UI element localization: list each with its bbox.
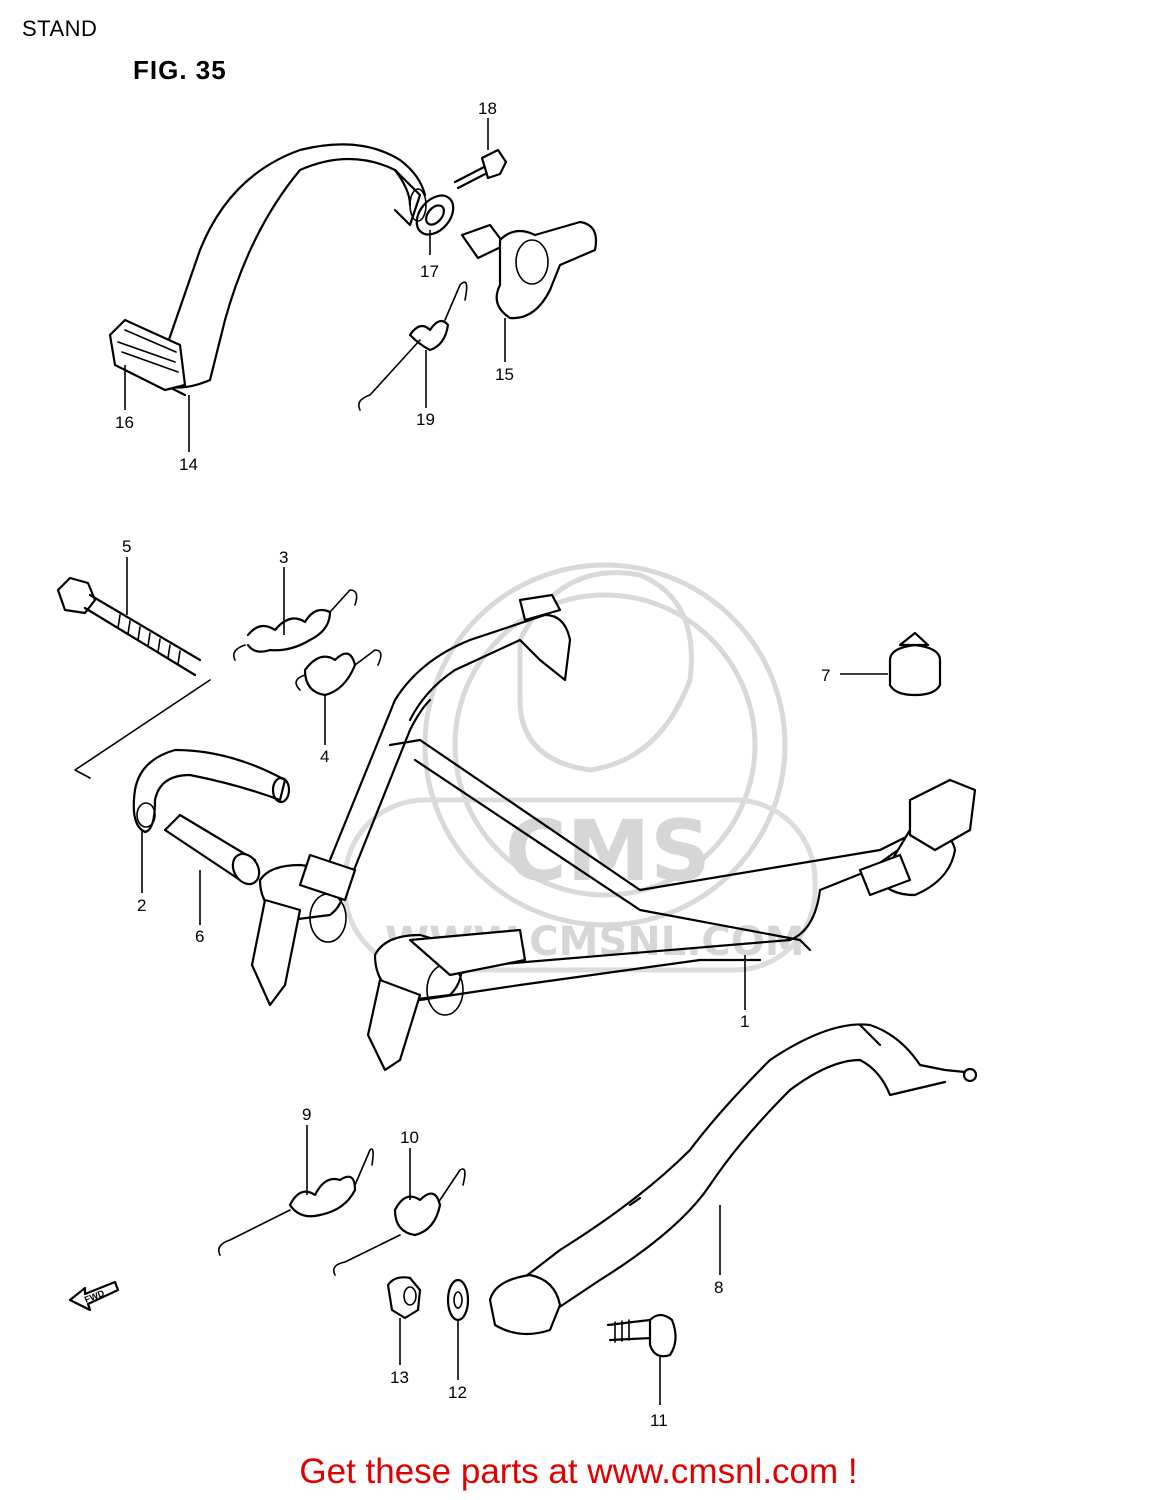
callout-4: 4 (320, 747, 329, 766)
watermark-brand: CMS (505, 802, 711, 900)
page-title: STAND (22, 16, 98, 41)
callout-10: 10 (400, 1128, 419, 1147)
callout-15: 15 (495, 365, 514, 384)
part-9-spring (217, 1148, 374, 1256)
part-3-spring (232, 589, 358, 661)
callout-8: 8 (714, 1278, 723, 1297)
callout-14: 14 (179, 455, 198, 474)
part-11-bolt (606, 1313, 677, 1358)
part-15-shaft-bracket (460, 220, 598, 320)
part-13-nut (386, 1276, 422, 1320)
figure-number: FIG. 35 (133, 55, 227, 85)
callout-11: 11 (650, 1411, 668, 1430)
part-1-main-stand (328, 593, 977, 1002)
part-10-spring (332, 1168, 466, 1276)
part-14-pedal-lever (153, 143, 427, 397)
callout-9: 9 (302, 1105, 311, 1124)
callout-16: 16 (115, 413, 134, 432)
part-1-stand-foot-left (250, 853, 357, 1007)
fwd-label: FWD (83, 1288, 106, 1305)
part-19-spring (357, 281, 468, 411)
leader-lines (124, 118, 888, 1405)
part-17-washer (415, 194, 455, 236)
part-7-stopper (888, 631, 942, 697)
part-6-collar (163, 813, 261, 886)
part-18-bolt (453, 148, 508, 190)
fwd-arrow-icon: FWD (68, 1280, 120, 1312)
callout-6: 6 (195, 927, 204, 946)
callout-2: 2 (137, 896, 146, 915)
part-4-spring (295, 649, 382, 697)
part-8-brake-pedal (488, 1023, 978, 1336)
part-16-pedal-rubber (108, 318, 187, 392)
callout-7: 7 (821, 666, 830, 685)
part-5-bolt (56, 576, 211, 779)
callout-18: 18 (478, 99, 497, 118)
callout-12: 12 (448, 1383, 467, 1402)
watermark-logo: CMS WWW.CMSNL.COM (342, 562, 818, 973)
callout-5: 5 (122, 537, 131, 556)
callout-numbers: 1 2 3 4 5 6 7 8 9 10 11 12 13 14 15 16 1… (115, 99, 830, 1430)
part-1-stand-foot-right (366, 928, 527, 1072)
part-2-arm (132, 748, 291, 834)
callout-1: 1 (740, 1012, 749, 1031)
callout-13: 13 (390, 1368, 409, 1387)
footer-link[interactable]: Get these parts at www.cmsnl.com ! (299, 1452, 858, 1491)
part-12-washer (446, 1278, 470, 1322)
callout-17: 17 (420, 262, 439, 281)
callout-19: 19 (416, 410, 435, 429)
callout-3: 3 (279, 548, 288, 567)
